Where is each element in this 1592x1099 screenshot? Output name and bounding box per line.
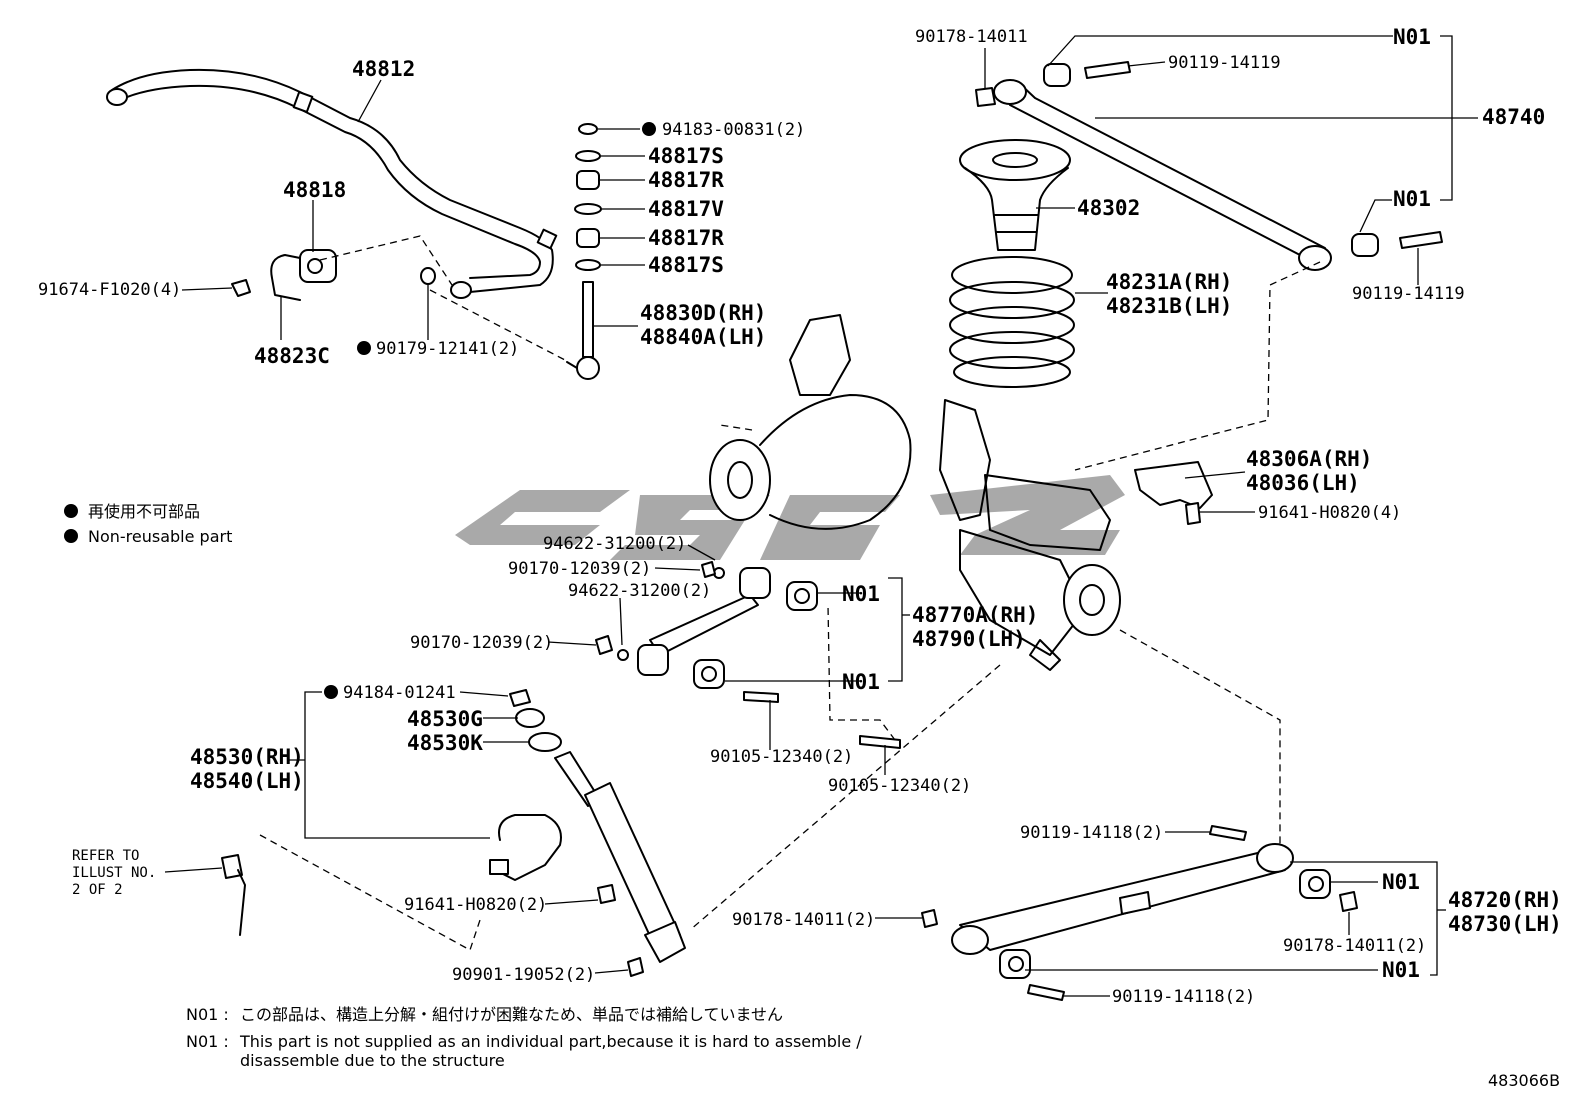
upper-control-arm bbox=[975, 61, 1443, 271]
label-refer-3: 2 OF 2 bbox=[72, 882, 123, 898]
legend-en: Non-reusable part bbox=[88, 527, 232, 546]
label-n01-d2: N01 bbox=[1382, 958, 1420, 982]
label-48790: 48790(LH) bbox=[912, 627, 1026, 651]
watermark-logo bbox=[455, 475, 1125, 560]
label-48540: 48540(LH) bbox=[190, 769, 304, 793]
legend: 再使用不可部品 Non-reusable part bbox=[88, 502, 232, 546]
label-n01-c1: N01 bbox=[842, 582, 880, 606]
label-48817s-b: 48817S bbox=[648, 253, 724, 277]
label-91641-right: 91641-H0820(4) bbox=[1258, 503, 1401, 523]
label-n01-mid: N01 bbox=[1393, 187, 1431, 211]
label-n01-c2: N01 bbox=[842, 670, 880, 694]
label-48231a: 48231A(RH) bbox=[1106, 270, 1232, 294]
label-48770a: 48770A(RH) bbox=[912, 603, 1038, 627]
label-48302: 48302 bbox=[1077, 196, 1140, 220]
label-48730: 48730(LH) bbox=[1448, 912, 1562, 936]
non-reusable-markers bbox=[64, 122, 656, 699]
bump-stop-bracket bbox=[1134, 461, 1213, 525]
label-48530k: 48530K bbox=[407, 731, 483, 755]
label-48530g: 48530G bbox=[407, 707, 483, 731]
label-90178-top: 90178-14011 bbox=[915, 27, 1028, 47]
label-n01-top: N01 bbox=[1393, 25, 1431, 49]
label-48231b: 48231B(LH) bbox=[1106, 294, 1232, 318]
note-code-1: N01 : bbox=[186, 1005, 229, 1024]
leader-lines bbox=[164, 35, 1478, 997]
legend-dot-en bbox=[64, 529, 78, 543]
note-code-2: N01 : bbox=[186, 1032, 229, 1051]
label-n01-d1: N01 bbox=[1382, 870, 1420, 894]
note-en-1: This part is not supplied as an individu… bbox=[239, 1032, 862, 1051]
label-48530: 48530(RH) bbox=[190, 745, 304, 769]
part-labels: 48812 48818 91674-F1020(4) 48823C 90179-… bbox=[38, 25, 1562, 1007]
coil-spring bbox=[949, 256, 1075, 388]
label-90170-b: 90170-12039(2) bbox=[410, 633, 553, 653]
lower-control-arm bbox=[921, 825, 1358, 1001]
label-90105-b: 90105-12340(2) bbox=[828, 776, 971, 796]
label-90179: 90179-12141(2) bbox=[376, 339, 519, 359]
non-reusable-dot bbox=[357, 341, 371, 355]
stabilizer-bar bbox=[106, 68, 558, 299]
note-en-2: disassemble due to the structure bbox=[240, 1051, 505, 1070]
shock-absorber bbox=[489, 689, 686, 977]
label-91641-left: 91641-H0820(2) bbox=[404, 895, 547, 915]
label-90901: 90901-19052(2) bbox=[452, 965, 595, 985]
label-90105-a: 90105-12340(2) bbox=[710, 747, 853, 767]
label-48306a: 48306A(RH) bbox=[1246, 447, 1372, 471]
label-48817r-a: 48817R bbox=[648, 168, 724, 192]
label-48817v: 48817V bbox=[648, 197, 724, 221]
label-90178-b: 90178-14011(2) bbox=[732, 910, 875, 930]
label-90170-a: 90170-12039(2) bbox=[508, 559, 651, 579]
axle-housing bbox=[709, 314, 1121, 671]
lateral-rod bbox=[595, 561, 901, 749]
label-94622-a: 94622-31200(2) bbox=[543, 534, 686, 554]
legend-dot-jp bbox=[64, 504, 78, 518]
label-48036: 48036(LH) bbox=[1246, 471, 1360, 495]
label-48817r-b: 48817R bbox=[648, 226, 724, 250]
label-90119-top: 90119-14119 bbox=[1168, 53, 1281, 73]
label-48818: 48818 bbox=[283, 178, 346, 202]
label-94622-b: 94622-31200(2) bbox=[568, 581, 711, 601]
label-90119-118b: 90119-14118(2) bbox=[1112, 987, 1255, 1007]
figure-id: 483066B bbox=[1488, 1071, 1560, 1090]
label-91674: 91674-F1020(4) bbox=[38, 280, 181, 300]
bump-stopper bbox=[959, 139, 1071, 251]
footnotes: N01 : この部品は、構造上分解・組付けが困難なため、単品では補給していません… bbox=[186, 1005, 862, 1070]
harness-connector bbox=[221, 854, 246, 936]
legend-jp: 再使用不可部品 bbox=[88, 502, 200, 521]
non-reusable-dot bbox=[324, 685, 338, 699]
label-48720: 48720(RH) bbox=[1448, 888, 1562, 912]
label-refer-1: REFER TO bbox=[72, 848, 139, 864]
note-jp: この部品は、構造上分解・組付けが困難なため、単品では補給していません bbox=[240, 1005, 783, 1024]
label-refer-2: ILLUST NO. bbox=[72, 865, 156, 881]
label-48817s-a: 48817S bbox=[648, 144, 724, 168]
stabilizer-bushing bbox=[231, 249, 436, 301]
label-48840a: 48840A(LH) bbox=[640, 325, 766, 349]
label-94183: 94183-00831(2) bbox=[662, 120, 805, 140]
label-48812: 48812 bbox=[352, 57, 415, 81]
label-90178-c: 90178-14011(2) bbox=[1283, 936, 1426, 956]
label-48740: 48740 bbox=[1482, 105, 1545, 129]
label-48823c: 48823C bbox=[254, 344, 330, 368]
stabilizer-link bbox=[566, 123, 602, 380]
non-reusable-dot bbox=[642, 122, 656, 136]
label-94184: 94184-01241 bbox=[343, 683, 456, 703]
assembly-lines bbox=[259, 235, 1321, 951]
label-48830d: 48830D(RH) bbox=[640, 301, 766, 325]
label-90119-118a: 90119-14118(2) bbox=[1020, 823, 1163, 843]
label-90119-right: 90119-14119 bbox=[1352, 284, 1465, 304]
